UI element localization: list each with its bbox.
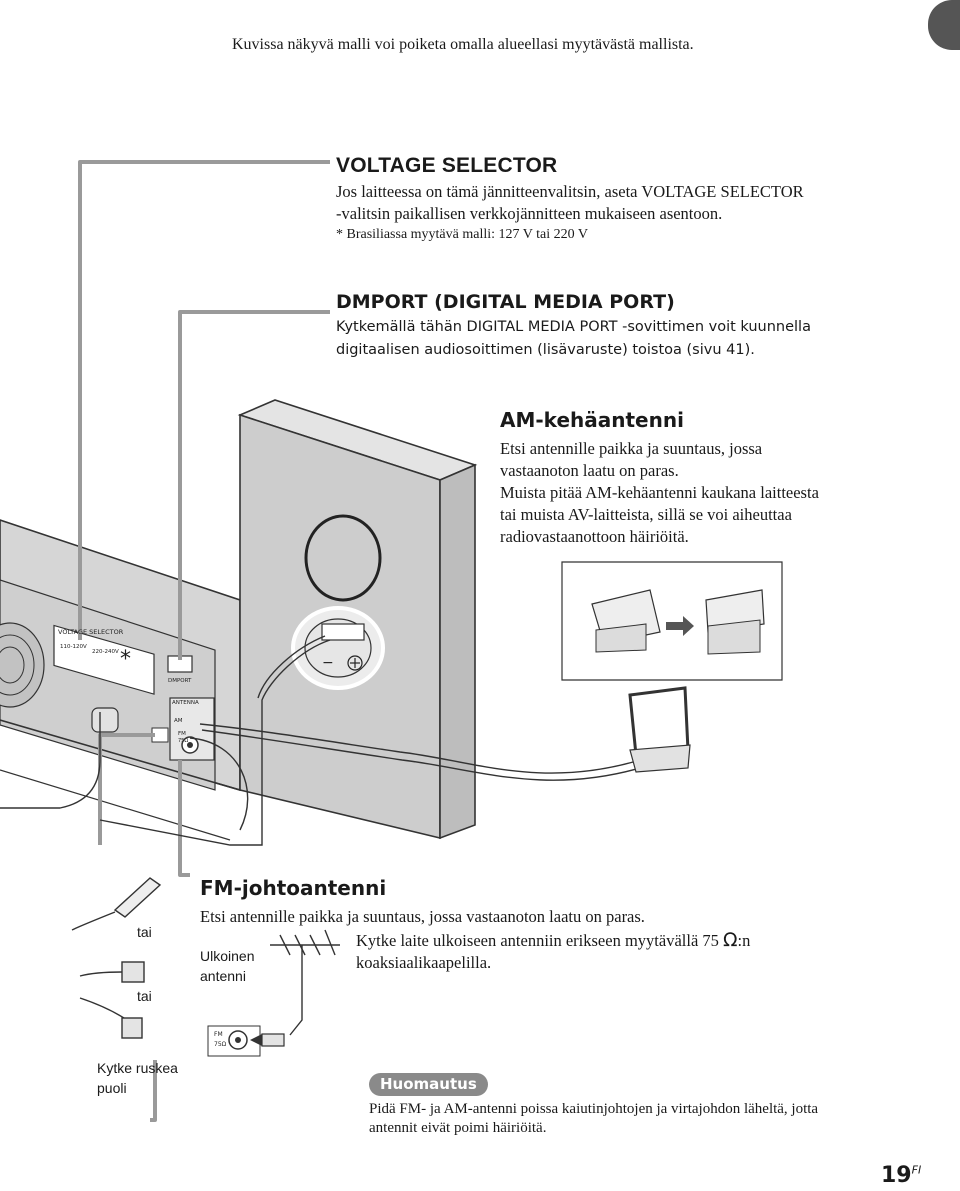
dmport-line-2: digitaalisen audiosoittimen (lisävaruste…	[336, 342, 755, 358]
outdoor-antenna-icon	[270, 929, 340, 1036]
fm-coax-text: Kytke laite ulkoiseen antenniin erikseen…	[356, 929, 916, 974]
page-number-value: 19	[881, 1163, 912, 1188]
am-line-3: Muista pitää AM-kehäantenni kaukana lait…	[500, 483, 819, 502]
am-line-5: radiovastaanottoon häiriöitä.	[500, 527, 689, 546]
panel-fm-ohm-label: 75Ω	[178, 738, 188, 744]
dmport-title: DMPORT (DIGITAL MEDIA PORT)	[336, 291, 675, 313]
or-label-2: tai	[137, 988, 152, 1004]
section-tab-marker	[928, 0, 960, 50]
jack-fm-label: FM	[214, 1031, 223, 1038]
panel-am-label: AM	[174, 718, 183, 724]
main-unit	[0, 519, 241, 841]
or-label-1: tai	[137, 924, 152, 940]
fm-section: FM-johtoantenni Etsi antennille paikka j…	[200, 876, 920, 928]
am-line-1: Etsi antennille paikka ja suuntaus, joss…	[500, 439, 763, 458]
am-loop-antenna-icon	[628, 686, 691, 773]
dmport-section: DMPORT (DIGITAL MEDIA PORT) Kytkemällä t…	[336, 291, 916, 362]
fm-line-2-pre: Kytke laite ulkoiseen antenniin erikseen…	[356, 931, 724, 950]
fm-line-3: koaksiaalikaapelilla.	[356, 953, 492, 972]
voltage-section: VOLTAGE SELECTOR Jos laitteessa on tämä …	[336, 154, 896, 243]
page-lang-code: FI	[911, 1163, 922, 1177]
svg-text:−: −	[322, 655, 334, 671]
panel-v-low-label: 110-120V	[60, 644, 87, 650]
ohm-symbol: Ω	[723, 929, 738, 951]
panel-antenna-label: ANTENNA	[172, 700, 199, 706]
model-note: Kuvissa näkyvä malli voi poiketa omalla …	[232, 36, 694, 53]
dmport-line-1: Kytkemällä tähän DIGITAL MEDIA PORT -sov…	[336, 319, 811, 335]
jack-ohm-label: 75Ω	[214, 1041, 227, 1048]
am-line-2: vastaanoton laatu on paras.	[500, 461, 679, 480]
voltage-title: VOLTAGE SELECTOR	[336, 154, 558, 177]
fm-jack-icon	[207, 1025, 285, 1057]
am-antenna-inset	[561, 561, 783, 681]
brown-side-label: Kytke ruskea puoli	[97, 1058, 178, 1098]
fm-title: FM-johtoantenni	[200, 876, 387, 900]
fm-line-1: Etsi antennille paikka ja suuntaus, joss…	[200, 907, 645, 926]
note-line-2: antennit eivät poimi häiriöitä.	[369, 1120, 547, 1136]
note-line-1: Pidä FM- ja AM-antenni poissa kaiutinjoh…	[369, 1101, 819, 1117]
panel-v-high-label: 220-240V	[92, 649, 119, 655]
voltage-line-2: -valitsin paikallisen verkkojännitteen m…	[336, 204, 723, 223]
page-number: 19FI	[881, 1163, 921, 1188]
note-text: Pidä FM- ja AM-antenni poissa kaiutinjoh…	[369, 1100, 889, 1138]
fan-grille-icon	[0, 622, 45, 708]
speaker-box: −	[237, 399, 478, 840]
panel-voltage-label: VOLTAGE SELECTOR	[58, 628, 124, 636]
outdoor-label-1: Ulkoinen	[200, 948, 255, 964]
plus-terminal-icon	[347, 655, 363, 671]
outdoor-label-2: antenni	[200, 968, 246, 984]
brown-label-2: puoli	[97, 1080, 127, 1096]
voltage-line-1: Jos laitteessa on tämä jännitteenvalitsi…	[336, 182, 804, 201]
fm-wire-antenna-icon	[71, 877, 162, 1039]
am-title: AM-kehäantenni	[500, 408, 684, 432]
panel-dmport-label: DMPORT	[168, 678, 192, 684]
note-badge: Huomautus	[369, 1073, 488, 1096]
am-line-4: tai muista AV-laitteista, sillä se voi a…	[500, 505, 792, 524]
am-section: AM-kehäantenni Etsi antennille paikka ja…	[500, 408, 880, 548]
panel-asterisk: *	[120, 647, 131, 672]
fm-line-2-post: :n	[737, 931, 751, 950]
outdoor-antenna-label: Ulkoinen antenni	[200, 946, 254, 986]
voltage-footnote: * Brasiliassa myytävä malli: 127 V tai 2…	[336, 227, 588, 242]
cables	[0, 635, 641, 846]
brown-label-1: Kytke ruskea	[97, 1060, 178, 1076]
panel-fm-label: FM	[178, 731, 186, 737]
